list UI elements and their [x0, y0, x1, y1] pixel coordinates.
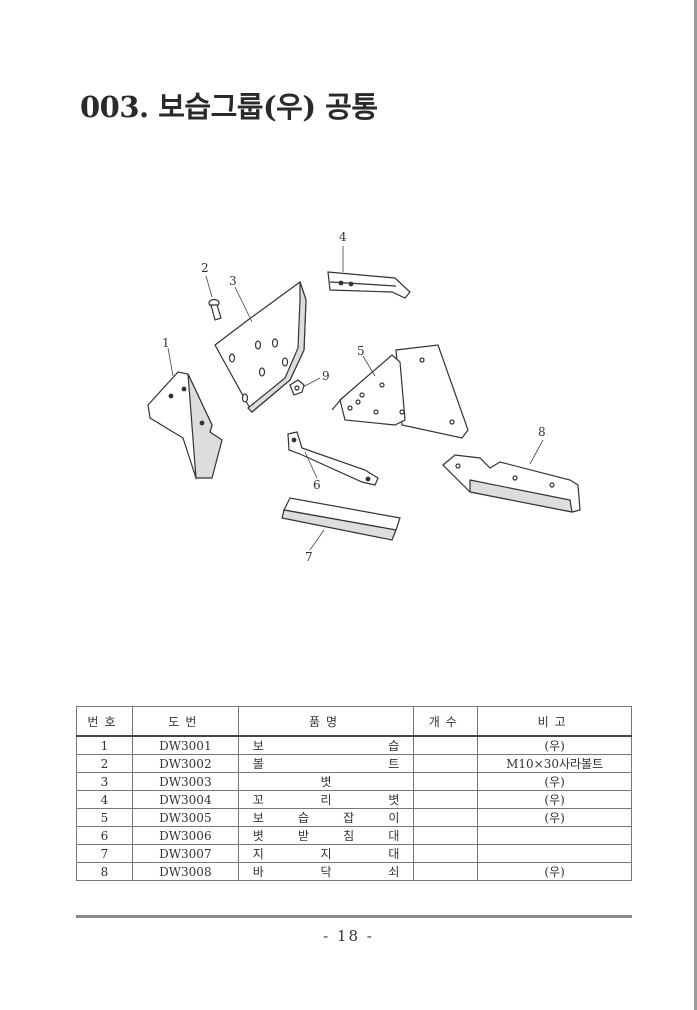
cell-number: 2: [76, 754, 133, 773]
page-edge: [694, 0, 697, 1010]
cell-note: (우): [477, 772, 632, 791]
callout-2: 2: [201, 261, 209, 275]
cell-note: (우): [477, 735, 632, 755]
cell-code: DW3008: [131, 862, 239, 881]
part-5-share-holder: [331, 344, 469, 439]
callout-5: 5: [357, 344, 365, 358]
cell-number: 1: [76, 735, 133, 755]
table-row: 2 DW3002 볼 트 M10×30사라볼트: [76, 754, 632, 773]
table-row: 8 DW3008 바 닥 쇠 (우): [76, 862, 632, 881]
callout-3: 3: [229, 274, 237, 288]
table-row: 1 DW3001 보 습 (우): [76, 735, 632, 755]
cell-qty: [413, 754, 479, 773]
table-row: 7 DW3007 지 지 대: [76, 844, 632, 863]
cell-name: 볏 받 침 대: [237, 826, 415, 845]
cell-qty: [413, 772, 479, 791]
cell-code: DW3003: [131, 772, 239, 791]
header-remarks: 비고: [477, 706, 632, 737]
cell-number: 4: [76, 790, 133, 809]
part-7-support: [281, 497, 401, 541]
parts-table: 번호 도번 품명 개수 비고 1 DW3001 보 습 (우) 2 DW3002…: [76, 706, 632, 881]
callout-6: 6: [313, 478, 321, 492]
cell-qty: [413, 862, 479, 881]
table-row: 5 DW3005 보 습 잡 이 (우): [76, 808, 632, 827]
cell-number: 5: [76, 808, 133, 827]
table-row: 3 DW3003 볏 (우): [76, 772, 632, 791]
cell-qty: [413, 826, 479, 845]
footer-divider: [76, 915, 632, 918]
cell-name: 보 습: [237, 735, 415, 755]
part-3-moldboard: [214, 281, 307, 413]
cell-code: DW3007: [131, 844, 239, 863]
cell-name: 꼬 리 볏: [237, 790, 415, 809]
cell-code: DW3001: [131, 735, 239, 755]
cell-number: 3: [76, 772, 133, 791]
part-9-nut: [289, 379, 305, 396]
callout-1: 1: [162, 336, 170, 350]
table-row: 4 DW3004 꼬 리 볏 (우): [76, 790, 632, 809]
part-4-tail-moldboard: [327, 271, 411, 299]
cell-code: DW3002: [131, 754, 239, 773]
cell-name: 볼 트: [237, 754, 415, 773]
callout-7: 7: [305, 550, 313, 564]
cell-name: 바 닥 쇠: [237, 862, 415, 881]
cell-number: 7: [76, 844, 133, 863]
cell-qty: [413, 844, 479, 863]
header-drawing-number: 도번: [131, 706, 239, 737]
header-quantity: 개수: [413, 706, 479, 737]
parts-diagram: 4 2 3 1 5 9 8 6 7: [147, 230, 581, 564]
header-part-name: 품명: [237, 706, 415, 737]
table-row: 6 DW3006 볏 받 침 대: [76, 826, 632, 845]
callout-8: 8: [538, 425, 546, 439]
cell-name: 지 지 대: [237, 844, 415, 863]
cell-qty: [413, 808, 479, 827]
cell-number: 8: [76, 862, 133, 881]
cell-note: (우): [477, 862, 632, 881]
cell-note: M10×30사라볼트: [477, 754, 632, 773]
cell-code: DW3004: [131, 790, 239, 809]
page-number: - 18 -: [323, 927, 374, 945]
cell-name: 보 습 잡 이: [237, 808, 415, 827]
part-1-share: [147, 371, 223, 480]
cell-number: 6: [76, 826, 133, 845]
table-header-row: 번호 도번 품명 개수 비고: [76, 706, 632, 737]
part-6-moldboard-support: [287, 431, 379, 486]
header-number: 번호: [76, 706, 133, 737]
cell-qty: [413, 790, 479, 809]
cell-name: 볏: [237, 772, 415, 791]
cell-code: DW3005: [131, 808, 239, 827]
cell-code: DW3006: [131, 826, 239, 845]
cell-note: (우): [477, 790, 632, 809]
callout-9: 9: [322, 369, 330, 383]
cell-note: [477, 826, 632, 845]
cell-note: (우): [477, 808, 632, 827]
page-title: 003. 보습그룹(우) 공통: [80, 90, 378, 124]
cell-note: [477, 844, 632, 863]
callout-4: 4: [339, 230, 347, 244]
part-2-bolt: [208, 298, 222, 321]
cell-qty: [413, 735, 479, 755]
part-8-landside: [442, 454, 581, 513]
